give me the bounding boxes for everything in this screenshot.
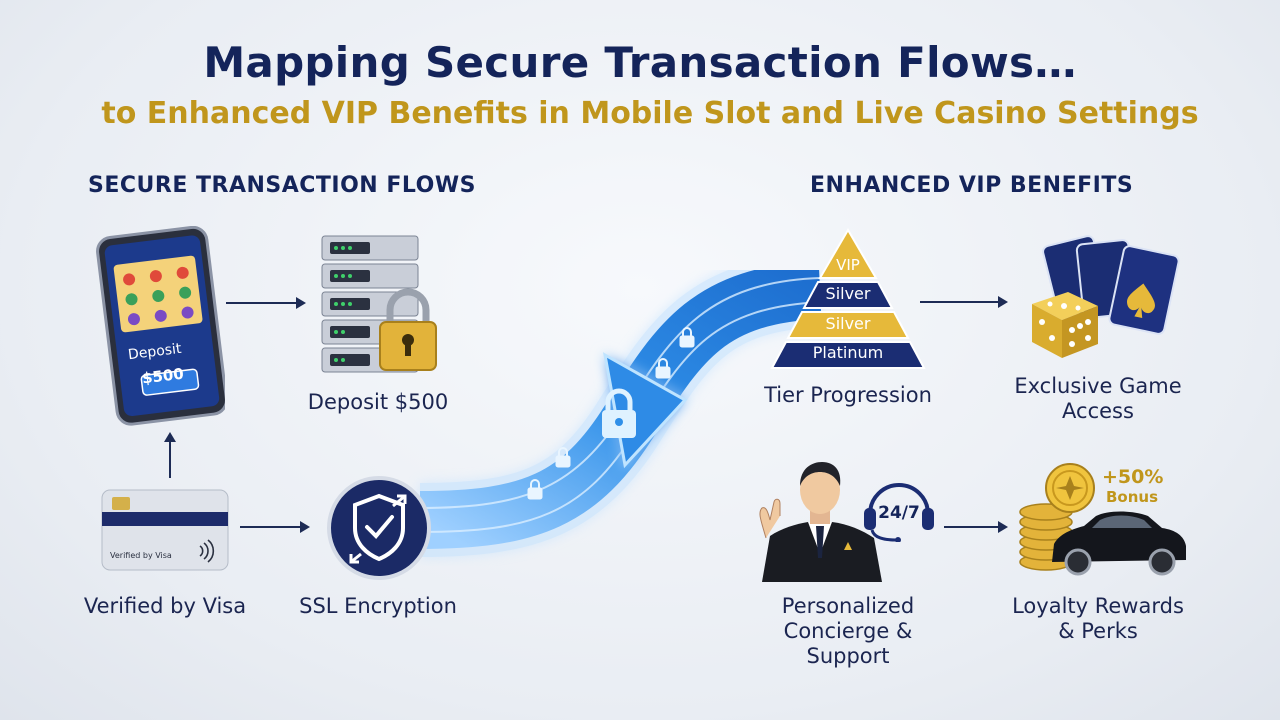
credit-card-icon	[101, 489, 229, 571]
arrow-phone-to-server	[226, 297, 306, 309]
arrow-tier-to-games	[920, 296, 1008, 308]
arrow-concierge-to-rewards	[944, 521, 1008, 533]
bonus-percent-text: +50%	[1102, 466, 1164, 488]
phone-icon	[96, 226, 225, 426]
loyalty-rewards-label-line1: Loyalty Rewards	[1012, 594, 1184, 618]
loyalty-rewards-label-line2: & Perks	[1058, 619, 1138, 643]
server-icon	[321, 235, 437, 373]
concierge-label-line2: Concierge &	[783, 619, 913, 643]
tier-silver-2: Silver	[825, 314, 871, 333]
exclusive-game-label-line2: Access	[1062, 399, 1134, 423]
tier-silver-1: Silver	[825, 284, 871, 303]
ssl-shield-icon	[327, 476, 431, 580]
tier-platinum: Platinum	[812, 343, 884, 362]
secure-flows-heading: SECURE TRANSACTION FLOWS	[88, 173, 476, 198]
coins-car-icon	[1019, 463, 1186, 576]
bonus-word-text: Bonus	[1106, 488, 1159, 506]
deposit-label: Deposit $500	[307, 390, 449, 414]
verified-by-visa-label: Verified by Visa	[83, 594, 247, 618]
headset-24-7-text: 24/7	[878, 503, 920, 523]
exclusive-game-label-line1: Exclusive Game	[1014, 374, 1182, 398]
concierge-label-line3: Support	[806, 644, 890, 668]
page-subtitle: to Enhanced VIP Benefits in Mobile Slot …	[101, 96, 1199, 131]
page-title: Mapping Secure Transaction Flows…	[203, 38, 1077, 87]
arrow-card-to-ssl	[240, 521, 310, 533]
tier-pyramid-icon	[770, 228, 926, 369]
padlock-icon	[379, 288, 437, 371]
cards-dice-icon	[1032, 235, 1180, 358]
secure-flow-ribbon	[419, 270, 823, 557]
vip-benefits-heading: ENHANCED VIP BENEFITS	[810, 173, 1134, 198]
concierge-label-line1: Personalized	[781, 594, 915, 618]
card-verified-text: Verified by Visa	[110, 551, 172, 560]
lock-icon	[602, 388, 636, 438]
tier-vip: VIP	[836, 256, 860, 274]
headset-icon	[864, 483, 934, 542]
concierge-person-icon	[759, 462, 882, 582]
tier-progression-label: Tier Progression	[764, 383, 932, 407]
arrow-card-to-phone	[164, 432, 176, 478]
ssl-encryption-label: SSL Encryption	[299, 594, 457, 618]
